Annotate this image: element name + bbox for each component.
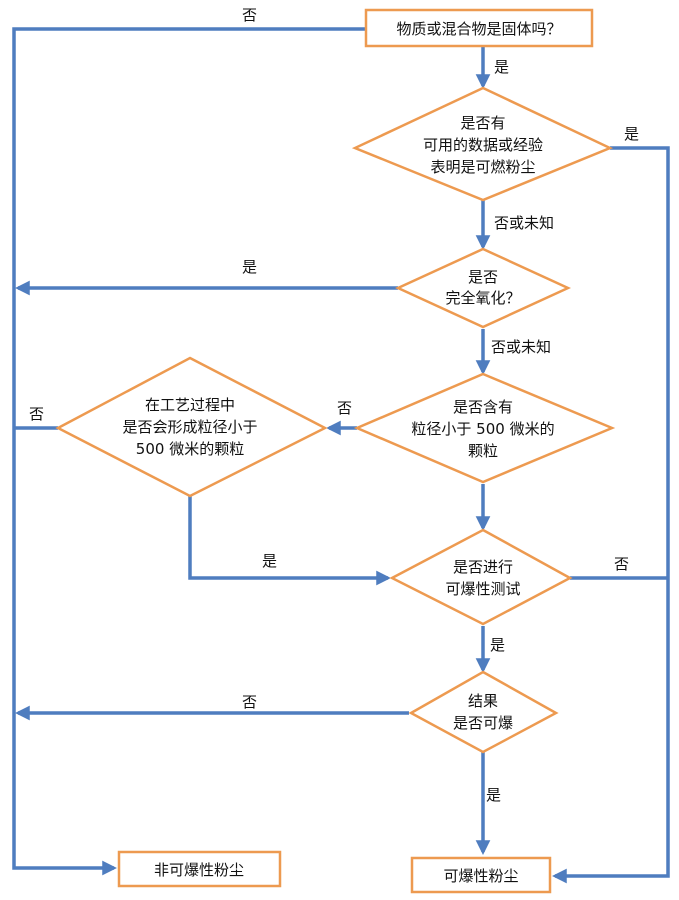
- edge-label-result-no: 否: [242, 693, 257, 711]
- edge-left-spine: [12, 27, 365, 876]
- node-known-dust-diamond: [351, 86, 614, 202]
- node-known-dust-line-2: 可用的数据或经验: [423, 136, 543, 154]
- edge-label-forms-no: 否: [29, 405, 44, 423]
- node-non-explosive-box: [117, 850, 282, 888]
- node-fully-oxidized-line-2: 完全氧化？: [445, 289, 520, 307]
- node-is-solid-label: 物质或混合物是固体吗？: [396, 20, 561, 38]
- node-forms-particles-diamond: [55, 356, 328, 498]
- edge-label-solid-no: 否: [242, 6, 257, 24]
- node-small-particles-diamond: [353, 372, 616, 484]
- edge-label-test-yes: 是: [490, 636, 505, 654]
- node-labels: 物质或混合物是固体吗？ 是否有 可用的数据或经验 表明是可燃粉尘 是否 完全氧化…: [122, 20, 561, 885]
- edge-label-test-no: 否: [614, 555, 629, 573]
- node-small-particles-line-3: 颗粒: [468, 442, 498, 460]
- connectors: [12, 27, 670, 884]
- nodes: [55, 8, 616, 894]
- node-is-solid-box: [364, 8, 594, 48]
- edge-label-oxidized-yes: 是: [242, 258, 257, 276]
- edge-label-known-no-unknown: 否或未知: [494, 214, 554, 232]
- edge-label-solid-yes: 是: [494, 58, 509, 76]
- node-test-line-2: 可爆性测试: [445, 580, 520, 598]
- node-result-line-1: 结果: [468, 692, 498, 710]
- node-explosive-label: 可爆性粉尘: [443, 867, 518, 885]
- node-fully-oxidized-line-1: 是否: [468, 268, 498, 286]
- edge-right-spine: [552, 146, 670, 884]
- node-fully-oxidized-diamond: [395, 247, 571, 329]
- node-forms-particles-line-2: 是否会形成粒径小于: [122, 418, 257, 436]
- node-result-diamond: [408, 670, 559, 754]
- edge-label-oxidized-no-unknown: 否或未知: [491, 338, 551, 356]
- node-small-particles-line-2: 粒径小于 500 微米的: [411, 420, 554, 438]
- node-non-explosive-label: 非可爆性粉尘: [154, 861, 244, 879]
- edge-label-small-no: 否: [337, 399, 352, 417]
- node-known-dust-line-1: 是否有: [460, 114, 505, 132]
- node-known-dust-line-3: 表明是可燃粉尘: [430, 158, 535, 176]
- node-result-line-2: 是否可爆: [453, 714, 513, 732]
- node-forms-particles-line-1: 在工艺过程中: [145, 396, 235, 414]
- node-explosive-box: [410, 856, 552, 894]
- edge-label-result-yes: 是: [486, 786, 501, 804]
- node-small-particles-line-1: 是否含有: [453, 398, 513, 416]
- edge-forms-yes: [188, 496, 391, 586]
- edge-labels: 否 是 是 否或未知 是 否或未知 否 否 是 否 是 否 是: [29, 6, 639, 804]
- node-test-diamond: [389, 528, 573, 626]
- edge-label-known-yes: 是: [624, 125, 639, 143]
- edge-label-forms-yes: 是: [262, 552, 277, 570]
- node-forms-particles-line-3: 500 微米的颗粒: [136, 440, 244, 458]
- node-test-line-1: 是否进行: [453, 558, 513, 576]
